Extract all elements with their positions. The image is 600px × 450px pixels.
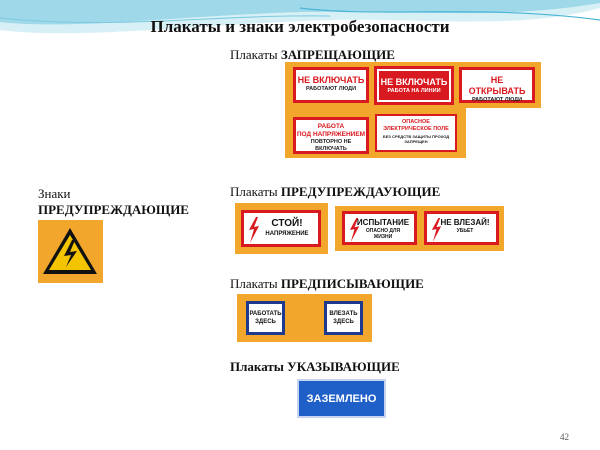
plate-rabotat-zdes: РАБОТАТЬ ЗДЕСЬ — [246, 301, 285, 335]
warning-caption: Плакаты ПРЕДУПРЕЖДАУЮЩИЕ — [230, 184, 440, 200]
plate-subtitle: РАБОТАЮТ ЛЮДИ — [305, 86, 357, 92]
plate-ne-vlezay: НЕ ВЛЕЗАЙ! УБЬЕТ — [424, 211, 499, 245]
caption-bold: ПРЕДПИСЫВАЮЩИЕ — [280, 276, 424, 291]
lightning-bolt-icon — [349, 218, 360, 242]
prohibiting-caption: Плакаты ЗАПРЕЩАЮЩИЕ — [230, 47, 395, 63]
plate-title: РАБОТАТЬ — [249, 311, 282, 317]
plate-title: НЕ ОТКРЫВАТЬ — [468, 75, 526, 96]
plate-vlezat-zdes: ВЛЕЗАТЬ ЗДЕСЬ — [324, 301, 363, 335]
plate-title: РАБОТА — [317, 123, 345, 130]
header-wave-decoration — [0, 0, 600, 34]
plate-title: ОПАСНОЕ — [402, 119, 430, 125]
lightning-bolt-icon — [431, 218, 442, 242]
plate-subtitle: ОПАСНО ДЛЯ ЖИЗНИ — [365, 228, 401, 240]
plate-ne-otkryvat: НЕ ОТКРЫВАТЬ РАБОТАЮТ ЛЮДИ — [459, 67, 535, 103]
plate-subtitle: УБЬЕТ — [456, 228, 474, 234]
plate-title: НЕ ВЛЕЗАЙ! — [440, 218, 490, 227]
plate-title-2: ПОД НАПРЯЖЕНИЕМ — [296, 131, 366, 138]
caption-prefix: Знаки — [38, 186, 71, 201]
indicating-caption: Плакаты УКАЗЫВАЮЩИЕ — [230, 359, 400, 374]
plate-subtitle: ЗДЕСЬ — [333, 319, 354, 325]
lightning-bolt-icon — [249, 217, 259, 243]
caption-prefix: Плакаты — [230, 47, 278, 62]
plate-opasnoe-pole: ОПАСНОЕ ЭЛЕКТРИЧЕСКОЕ ПОЛЕ БЕЗ СРЕДСТВ З… — [375, 114, 457, 152]
plate-title: ИСПЫТАНИЕ — [356, 218, 410, 227]
plate-subtitle: РАБОТА НА ЛИНИИ — [387, 87, 441, 94]
caption-prefix: Плакаты — [230, 184, 278, 199]
caption-prefix: Плакаты — [230, 276, 278, 291]
plate-ne-vklyuchat-lyudi: НЕ ВКЛЮЧАТЬ РАБОТАЮТ ЛЮДИ — [293, 67, 369, 103]
plate-title-2: ЭЛЕКТРИЧЕСКОЕ ПОЛЕ — [383, 126, 449, 132]
page-number: 42 — [560, 432, 569, 442]
warning-triangle-icon — [43, 228, 97, 274]
caption-bold: ЗАПРЕЩАЮЩИЕ — [280, 47, 395, 62]
plate-stoy-napryazhenie: СТОЙ! НАПРЯЖЕНИЕ — [241, 210, 321, 247]
prescriptive-caption: Плакаты ПРЕДПИСЫВАЮЩИЕ — [230, 276, 424, 292]
caption-bold: ПРЕДУПРЕЖДАЮЩИЕ — [38, 202, 189, 217]
signs-caption: Знаки ПРЕДУПРЕЖДАЮЩИЕ — [38, 186, 189, 218]
plate-title: НЕ ВКЛЮЧАТЬ — [380, 76, 448, 87]
plate-ne-vklyuchat-liniya: НЕ ВКЛЮЧАТЬ РАБОТА НА ЛИНИИ — [374, 66, 454, 105]
plate-subtitle: РАБОТАЮТ ЛЮДИ — [471, 97, 523, 103]
plate-ispytanie: ИСПЫТАНИЕ ОПАСНО ДЛЯ ЖИЗНИ — [342, 211, 417, 245]
plate-zazemleno: ЗАЗЕМЛЕНО — [297, 379, 386, 418]
plate-title: СТОЙ! — [271, 218, 303, 229]
plate-subtitle: БЕЗ СРЕДСТВ ЗАЩИТЫ ПРОХОД ЗАПРЕЩЕН — [382, 134, 450, 144]
page-title: Плакаты и знаки электробезопасности — [150, 17, 450, 36]
high-voltage-warning-sign — [38, 220, 103, 283]
plate-rabota-pod-napryazheniem: РАБОТА ПОД НАПРЯЖЕНИЕМ ПОВТОРНО НЕ ВКЛЮЧ… — [293, 117, 369, 154]
caption-bold: ПРЕДУПРЕЖДАУЮЩИЕ — [280, 184, 441, 199]
plate-title: ВЛЕЗАТЬ — [329, 311, 358, 317]
plate-subtitle: НАПРЯЖЕНИЕ — [265, 231, 309, 237]
plate-subtitle: ПОВТОРНО НЕ ВКЛЮЧАТЬ — [310, 139, 352, 152]
plate-title: НЕ ВКЛЮЧАТЬ — [297, 75, 365, 85]
plate-subtitle: ЗДЕСЬ — [255, 319, 276, 325]
